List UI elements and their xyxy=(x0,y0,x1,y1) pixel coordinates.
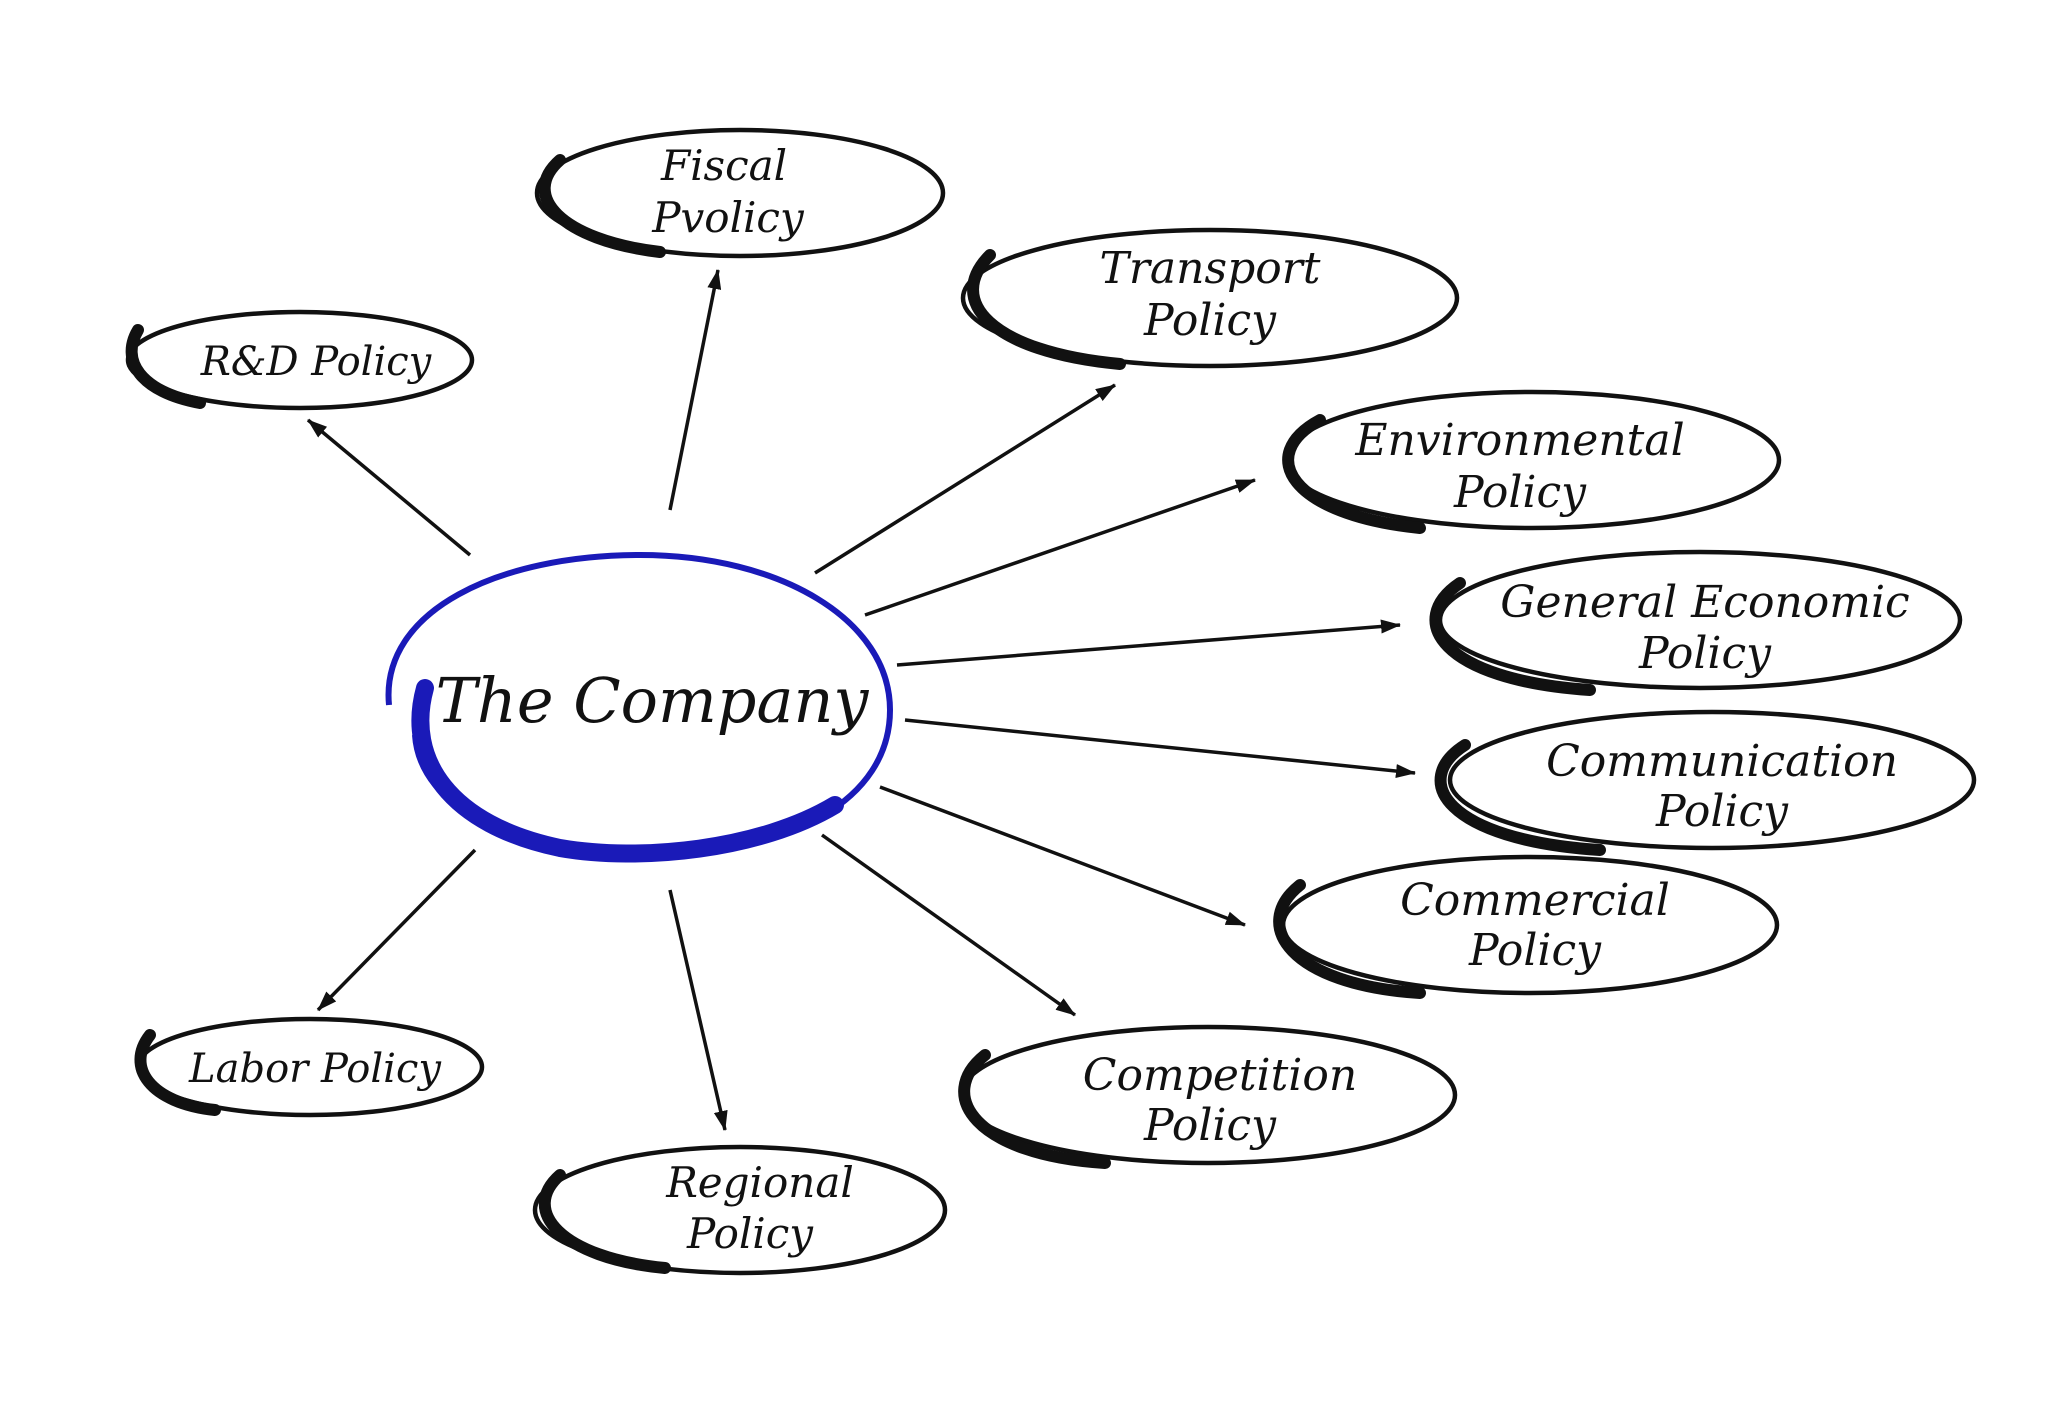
node-label-fiscal-1: Fiscal xyxy=(660,141,787,190)
arrow-to-transport xyxy=(814,383,1116,575)
node-label-transport-1: Transport xyxy=(1100,243,1321,294)
node-label-environmental-1: Environmental xyxy=(1354,415,1684,466)
node-label-commercial-2: Policy xyxy=(1468,925,1602,976)
arrow-to-general-economic xyxy=(896,619,1401,667)
arrows-layer xyxy=(306,269,1416,1131)
node-label-environmental-2: Policy xyxy=(1453,467,1587,518)
node-label-communication-2: Policy xyxy=(1655,786,1789,837)
node-label-regional-2: Policy xyxy=(686,1209,814,1258)
center-node: The Company xyxy=(385,551,894,863)
policy-node-fiscal: Fiscal Pvolicy xyxy=(534,127,946,259)
policy-node-regional: Regional Policy xyxy=(532,1144,948,1276)
arrow-to-competition xyxy=(820,833,1077,1017)
node-label-regional-1: Regional xyxy=(665,1158,854,1207)
policy-node-transport: Transport Policy xyxy=(960,227,1460,370)
node-label-commercial-1: Commercial xyxy=(1400,875,1670,926)
policy-node-labor: Labor Policy xyxy=(134,1016,485,1118)
arrow-to-communication xyxy=(904,718,1416,778)
policy-node-general-economic: General Economic Policy xyxy=(1429,549,1963,696)
policy-node-environmental: Environmental Policy xyxy=(1282,389,1782,534)
node-label-general-economic-1: General Economic xyxy=(1500,577,1909,628)
node-label-competition-2: Policy xyxy=(1143,1100,1277,1151)
policy-node-communication: Communication Policy xyxy=(1434,709,1977,856)
arrow-to-rd xyxy=(306,418,472,557)
arrow-to-environmental xyxy=(864,478,1256,617)
node-label-transport-2: Policy xyxy=(1143,295,1277,346)
policy-node-rd: R&D Policy xyxy=(125,309,475,411)
arrow-to-labor xyxy=(316,848,477,1012)
center-label: The Company xyxy=(436,664,870,737)
node-label-competition-1: Competition xyxy=(1083,1050,1357,1101)
policy-node-commercial: Commercial Policy xyxy=(1273,854,1780,999)
node-label-rd: R&D Policy xyxy=(200,339,433,385)
arrow-to-commercial xyxy=(879,785,1246,927)
arrow-to-fiscal xyxy=(668,269,722,511)
center-ring-thick xyxy=(411,679,844,863)
node-label-labor: Labor Policy xyxy=(188,1046,442,1092)
node-label-general-economic-2: Policy xyxy=(1638,628,1772,679)
node-label-communication-1: Communication xyxy=(1546,736,1898,787)
node-label-fiscal-2: Pvolicy xyxy=(651,193,805,242)
arrow-to-regional xyxy=(668,889,728,1131)
policy-node-competition: Competition Policy xyxy=(958,1024,1458,1169)
